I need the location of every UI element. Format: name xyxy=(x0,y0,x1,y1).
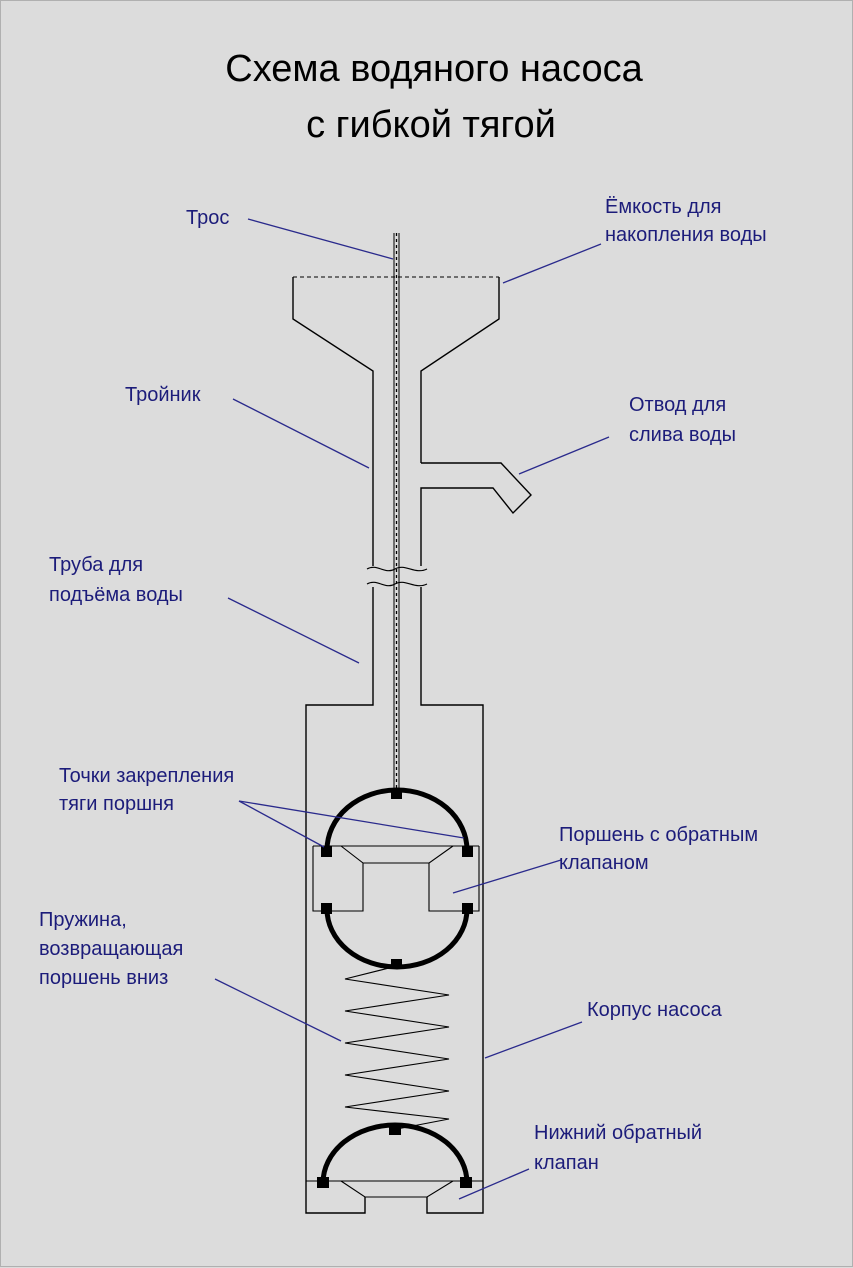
label-housing: Корпус насоса xyxy=(587,999,723,1021)
label-spring-1: Пружина, xyxy=(39,909,127,931)
spring xyxy=(344,965,450,1130)
piston-node-right xyxy=(462,903,473,914)
label-valve-2: клапан xyxy=(534,1152,599,1174)
title-line-2: с гибкой тягой xyxy=(306,104,556,146)
label-attach-2: тяги поршня xyxy=(59,793,174,815)
label-drain-1: Отвод для xyxy=(629,394,726,416)
label-tank-2: накопления воды xyxy=(605,224,767,246)
valve-node-top xyxy=(389,1125,401,1135)
label-spring-2: возвращающая xyxy=(39,938,183,960)
label-drain-2: слива воды xyxy=(629,424,736,446)
piston-node-left xyxy=(321,903,332,914)
leader-lines xyxy=(214,218,610,1200)
attach-point-left xyxy=(321,846,332,857)
label-tee: Тройник xyxy=(125,384,201,406)
pipe-break xyxy=(366,566,428,587)
bottom-check-valve xyxy=(306,1122,483,1198)
drain-outlet xyxy=(420,462,532,566)
riser-pipe xyxy=(305,587,484,1214)
valve-node-right xyxy=(460,1177,472,1188)
label-attach-1: Точки закрепления xyxy=(59,765,234,787)
attach-point-top xyxy=(391,790,402,799)
label-riser-1: Труба для xyxy=(49,554,143,576)
label-spring-3: поршень вниз xyxy=(39,967,168,989)
valve-node-left xyxy=(317,1177,329,1188)
label-tank-1: Ёмкость для xyxy=(605,196,722,218)
title-line-1: Схема водяного насоса xyxy=(225,48,643,90)
piston-node-bottom xyxy=(391,959,402,968)
attach-point-right xyxy=(462,846,473,857)
cable xyxy=(393,233,400,794)
label-piston-1: Поршень с обратным xyxy=(559,824,758,846)
water-tank xyxy=(292,276,500,566)
label-valve-1: Нижний обратный xyxy=(534,1122,702,1144)
label-piston-2: клапаном xyxy=(559,852,649,874)
label-cable: Трос xyxy=(186,207,229,229)
label-riser-2: подъёма воды xyxy=(49,584,183,606)
piston xyxy=(312,787,480,970)
